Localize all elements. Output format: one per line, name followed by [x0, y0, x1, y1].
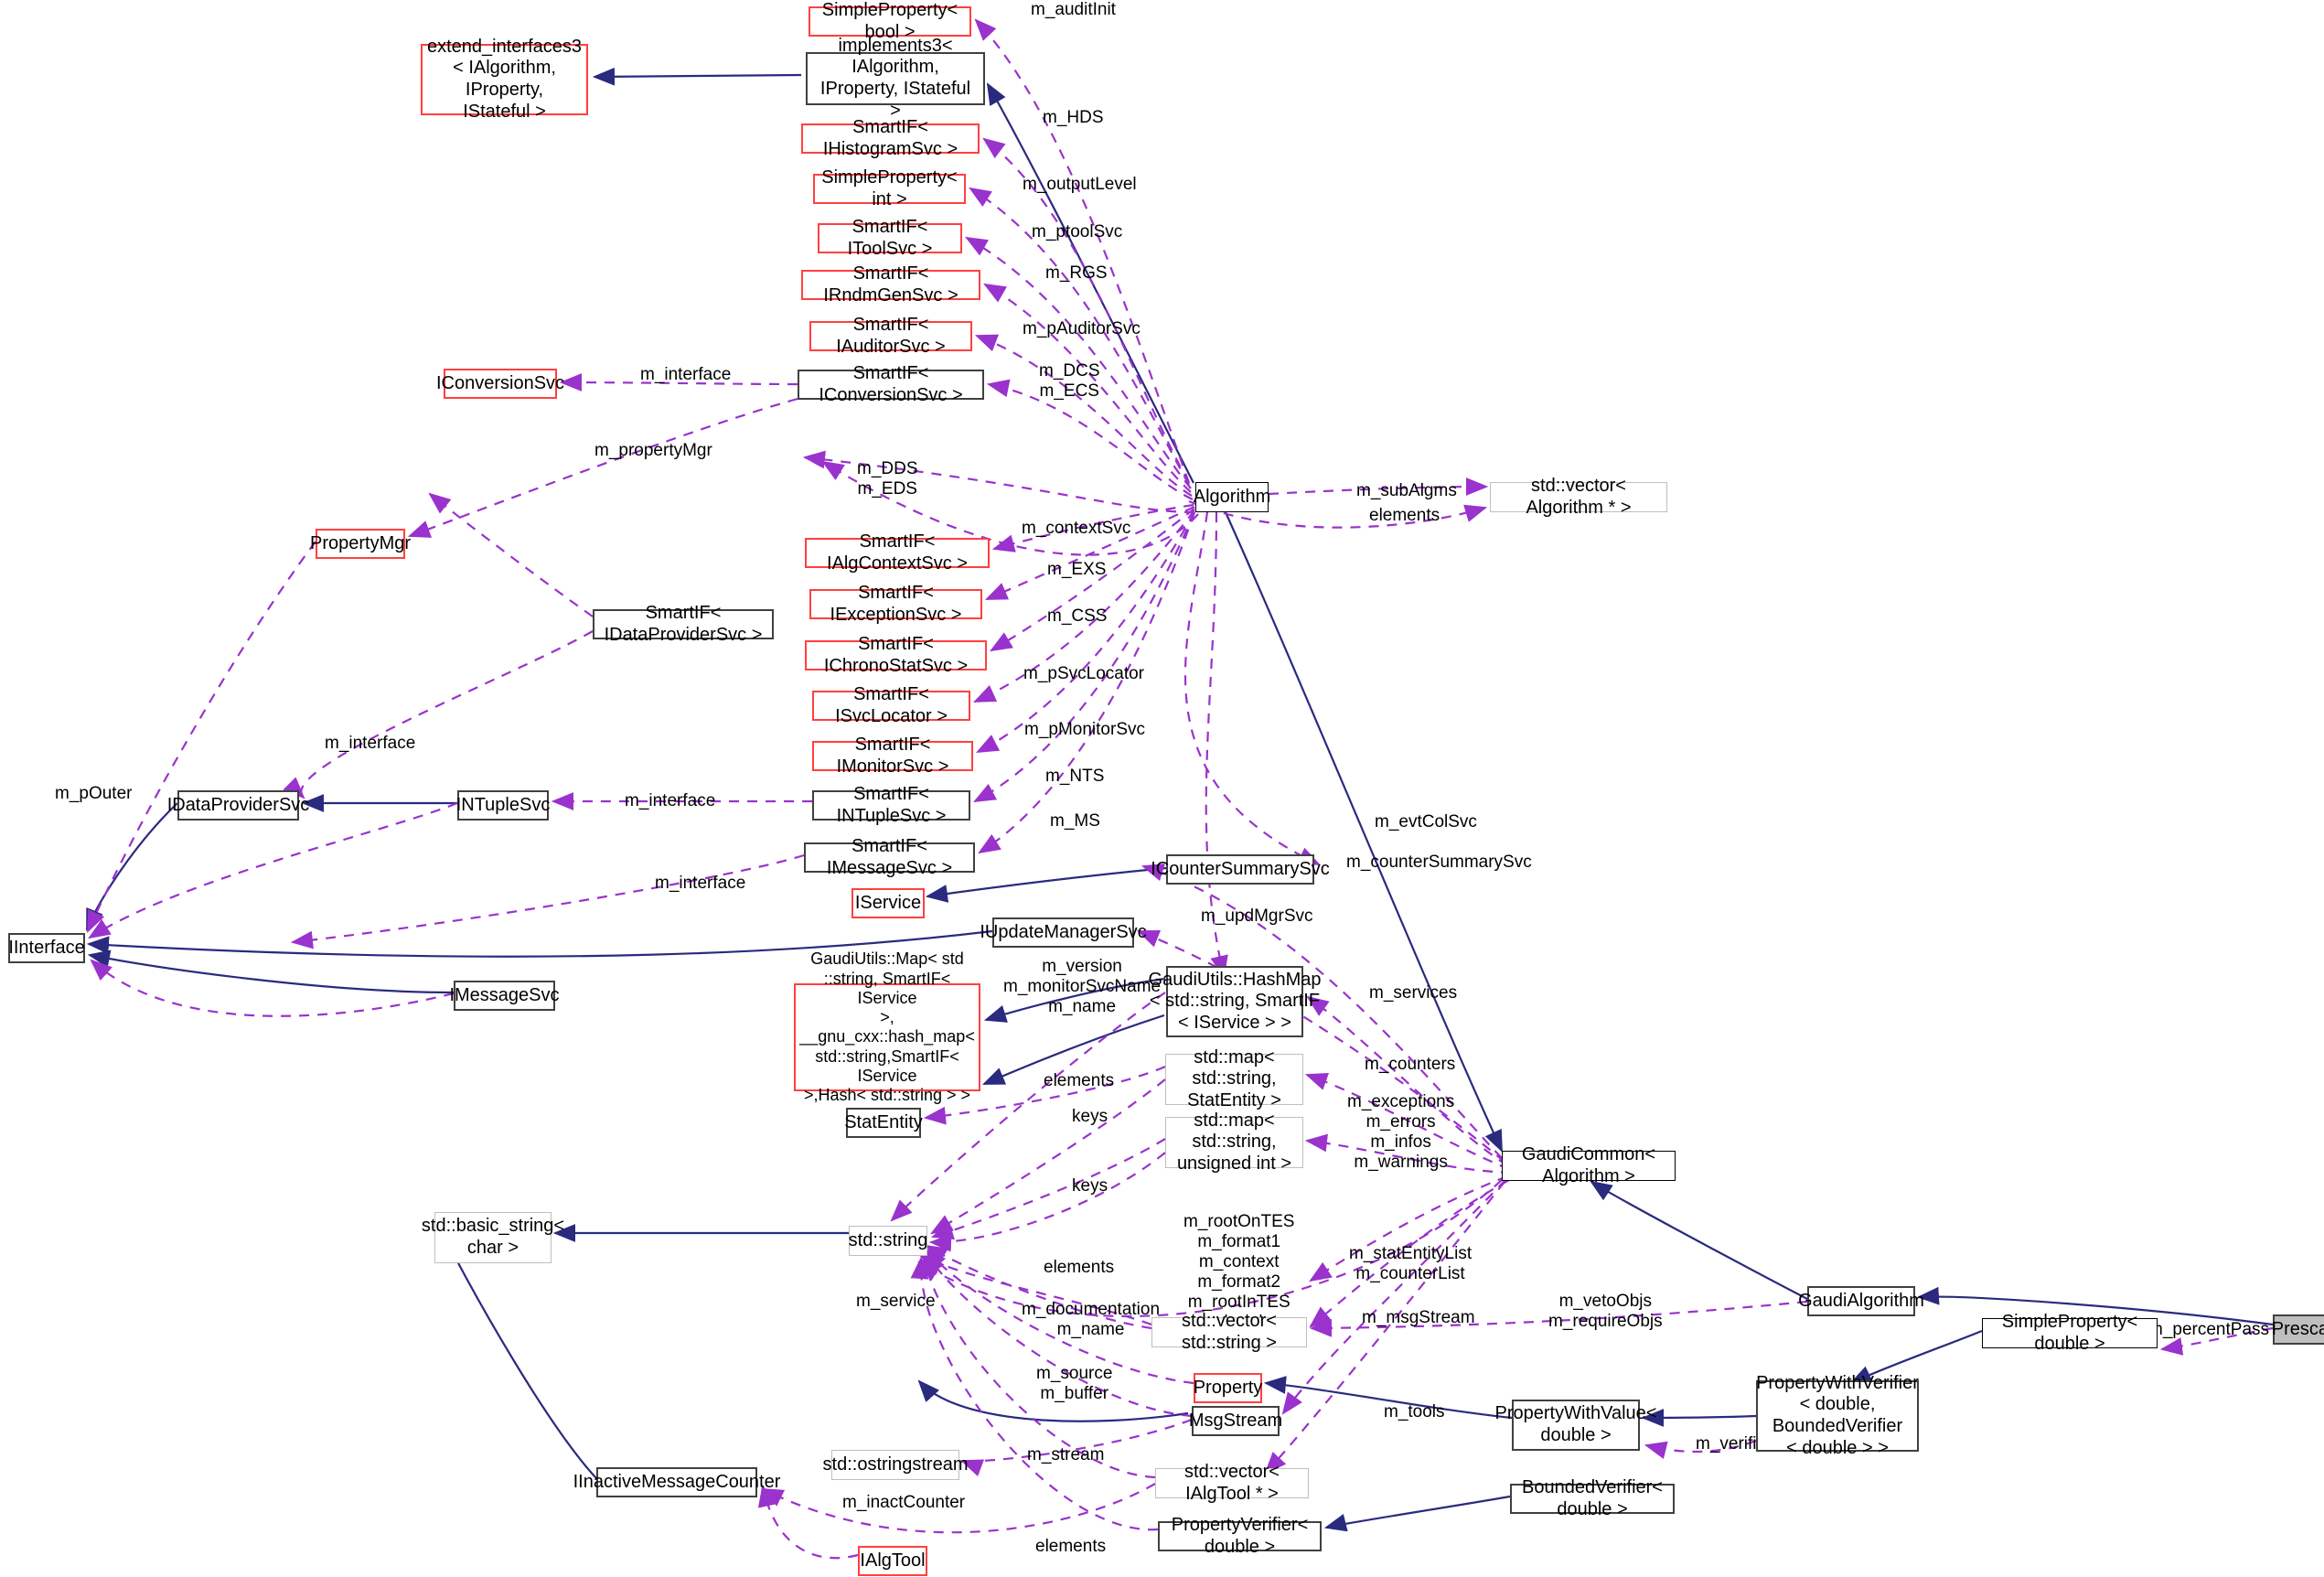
edge-label-m-version-group: m_version m_monitorSvcName m_name	[1003, 957, 1162, 1017]
edge-label-m-exceptions-group: m_exceptions m_errors m_infos m_warnings	[1347, 1092, 1455, 1173]
edge-label-m-percent-pass: m_percentPass	[2148, 1320, 2270, 1339]
node-propertyverifier-double[interactable]: PropertyVerifier< double >	[1158, 1515, 1322, 1557]
node-gaudiutils-map[interactable]: GaudiUtils::Map< std ::string, SmartIF< …	[794, 949, 980, 1123]
edge-label-m-interface-conversion: m_interface	[640, 365, 732, 384]
node-map-string-uint[interactable]: std::map< std::string, unsigned int >	[1165, 1110, 1303, 1174]
edge-label-m-ptool-svc: m_ptoolSvc	[1032, 222, 1123, 241]
edge-label-m-service: m_service	[856, 1292, 936, 1311]
edge-label-m-p-outer: m_pOuter	[55, 784, 133, 803]
edge-label-m-interface-ntuple: m_interface	[325, 734, 416, 753]
node-ialgtool[interactable]: IAlgTool	[858, 1546, 927, 1576]
node-gaudicommon-algorithm[interactable]: GaudiCommon< Algorithm >	[1502, 1144, 1676, 1186]
edge-label-m-interface-ntuple-2: m_interface	[625, 791, 716, 810]
node-iservice[interactable]: IService	[851, 888, 925, 918]
edge-label-m-css: m_CSS	[1047, 606, 1108, 626]
edge-label-m-rgs: m_RGS	[1045, 263, 1108, 283]
edge-label-m-p-monitor-svc: m_pMonitorSvc	[1024, 720, 1145, 739]
edge-label-m-p-auditor-svc: m_pAuditorSvc	[1023, 319, 1141, 338]
node-idataprovidersvc[interactable]: IDataProviderSvc	[167, 790, 309, 821]
edge-label-m-msg-stream: m_msgStream	[1362, 1308, 1475, 1327]
edge-label-m-dds-m-eds: m_DDS m_EDS	[857, 459, 918, 499]
node-basic-string-char[interactable]: std::basic_string< char >	[422, 1212, 564, 1263]
edge-label-elements-ialgtool: elements	[1035, 1537, 1107, 1556]
edge-label-m-veto-objs: m_vetoObjs m_requireObjs	[1548, 1292, 1663, 1332]
node-smartif-itoolsvc[interactable]: SmartIF< IToolSvc >	[818, 217, 962, 259]
node-vector-string[interactable]: std::vector< std::string >	[1151, 1311, 1307, 1353]
node-vector-ialgtool-ptr[interactable]: std::vector< IAlgTool * >	[1155, 1462, 1309, 1504]
node-smartif-ialgcontextsvc[interactable]: SmartIF< IAlgContextSvc >	[805, 531, 990, 574]
edge-label-elements-map: elements	[1044, 1071, 1115, 1090]
node-map-string-statentity[interactable]: std::map< std::string, StatEntity >	[1165, 1047, 1303, 1110]
node-prescaler[interactable]: Prescaler	[2272, 1314, 2324, 1345]
edge-label-m-documentation: m_documentation m_name	[1022, 1300, 1161, 1340]
node-smartif-intuplesvc[interactable]: SmartIF< INTupleSvc >	[812, 784, 970, 826]
edge-label-m-sub-algms: m_subAlgms	[1356, 481, 1457, 500]
node-propertywithvalue-double[interactable]: PropertyWithValue< double >	[1495, 1400, 1656, 1451]
node-propertymgr[interactable]: PropertyMgr	[310, 529, 411, 559]
node-gaudialgorithm[interactable]: GaudiAlgorithm	[1798, 1286, 1924, 1316]
edge-label-m-inact-counter: m_inactCounter	[842, 1493, 966, 1512]
node-vector-algorithm-ptr[interactable]: std::vector< Algorithm * >	[1490, 476, 1667, 518]
node-smartif-imonitorsvc[interactable]: SmartIF< IMonitorSvc >	[812, 735, 973, 777]
edge-label-m-property-mgr: m_propertyMgr	[594, 441, 712, 460]
node-extend-interfaces3[interactable]: extend_interfaces3 < IAlgorithm, IProper…	[421, 37, 588, 122]
node-boundedverifier-double[interactable]: BoundedVerifier< double >	[1510, 1477, 1675, 1519]
node-algorithm[interactable]: Algorithm	[1194, 482, 1270, 512]
inheritance-edges	[85, 67, 2274, 1532]
edge-label-keys-uint: keys	[1072, 1176, 1108, 1196]
edge-label-m-stat-entity-list: m_statEntityList m_counterList	[1349, 1244, 1473, 1284]
edge-label-m-stream: m_stream	[1027, 1445, 1105, 1464]
edge-label-m-counter-summary-svc: m_counterSummarySvc	[1346, 853, 1532, 872]
edge-label-m-nts: m_NTS	[1045, 767, 1105, 786]
node-iconversionsvc[interactable]: IConversionSvc	[436, 369, 564, 399]
edge-label-m-source-m-buffer: m_source m_buffer	[1036, 1364, 1113, 1404]
edge-label-m-ms: m_MS	[1050, 811, 1100, 831]
edge-label-m-context-svc: m_contextSvc	[1022, 519, 1131, 538]
edge-label-m-services: m_services	[1369, 983, 1458, 1003]
node-iinactivemessagecounter[interactable]: IInactiveMessageCounter	[573, 1467, 780, 1497]
node-smartif-iexceptionsvc[interactable]: SmartIF< IExceptionSvc >	[809, 583, 982, 625]
edge-label-m-evt-col-svc: m_evtColSvc	[1375, 812, 1477, 831]
edge-label-m-dcs-m-ecs: m_DCS m_ECS	[1039, 361, 1100, 402]
edge-label-m-upd-mgr-svc: m_updMgrSvc	[1201, 907, 1313, 926]
edge-label-m-interface-message: m_interface	[655, 874, 746, 893]
node-smartif-iauditorsvc[interactable]: SmartIF< IAuditorSvc >	[809, 315, 972, 357]
edge-label-m-output-level: m_outputLevel	[1023, 175, 1137, 194]
node-iinterface[interactable]: IInterface	[8, 933, 85, 963]
node-simpleproperty-int[interactable]: SimpleProperty< int >	[813, 167, 966, 209]
node-imessagesvc[interactable]: IMessageSvc	[449, 981, 560, 1011]
node-property[interactable]: Property	[1194, 1373, 1262, 1403]
node-ostringstream[interactable]: std::ostringstream	[823, 1450, 968, 1480]
node-icountersummarysvc[interactable]: ICounterSummarySvc	[1151, 854, 1330, 885]
node-std-string[interactable]: std::string	[849, 1226, 927, 1256]
node-smartif-imessagesvc[interactable]: SmartIF< IMessageSvc >	[804, 836, 975, 878]
edge-label-elements-string: elements	[1044, 1258, 1115, 1277]
node-msgstream[interactable]: MsgStream	[1189, 1406, 1282, 1436]
node-statentity[interactable]: StatEntity	[844, 1108, 923, 1138]
node-smartif-isvclocator[interactable]: SmartIF< ISvcLocator >	[812, 684, 970, 726]
edge-label-m-exs: m_EXS	[1047, 560, 1107, 579]
node-smartif-idataprovidersvc[interactable]: SmartIF< IDataProviderSvc >	[593, 603, 774, 645]
edge-label-m-hds: m_HDS	[1043, 108, 1104, 127]
node-simpleproperty-bool[interactable]: SimpleProperty< bool >	[809, 0, 971, 42]
edge-label-keys-statentity: keys	[1072, 1107, 1108, 1126]
edge-label-elements-subalgms: elements	[1369, 506, 1440, 525]
node-iupdatemanagersvc[interactable]: IUpdateManagerSvc	[980, 917, 1147, 948]
edge-label-m-p-svc-locator: m_pSvcLocator	[1023, 664, 1145, 683]
node-gaudiutils-hashmap[interactable]: GaudiUtils::HashMap < std::string, Smart…	[1149, 966, 1321, 1037]
node-smartif-iconversionsvc[interactable]: SmartIF< IConversionSvc >	[798, 363, 984, 405]
edge-label-m-counters: m_counters	[1365, 1055, 1456, 1074]
edge-label-m-tools: m_tools	[1384, 1402, 1445, 1421]
node-smartif-ihistogramsvc[interactable]: SmartIF< IHistogramSvc >	[801, 117, 980, 159]
node-implements3[interactable]: implements3< IAlgorithm, IProperty, ISta…	[806, 36, 985, 121]
edge-label-m-audit-init: m_auditInit	[1031, 0, 1116, 19]
node-simpleproperty-double[interactable]: SimpleProperty< double >	[1982, 1312, 2158, 1354]
node-smartif-irndmgensvc[interactable]: SmartIF< IRndmGenSvc >	[801, 263, 980, 306]
node-smartif-ichronostatsvc[interactable]: SmartIF< IChronoStatSvc >	[805, 634, 987, 676]
node-propertywithverifier[interactable]: PropertyWithVerifier < double, BoundedVe…	[1756, 1372, 1919, 1458]
node-intuplesvc[interactable]: INTupleSvc	[456, 790, 550, 821]
